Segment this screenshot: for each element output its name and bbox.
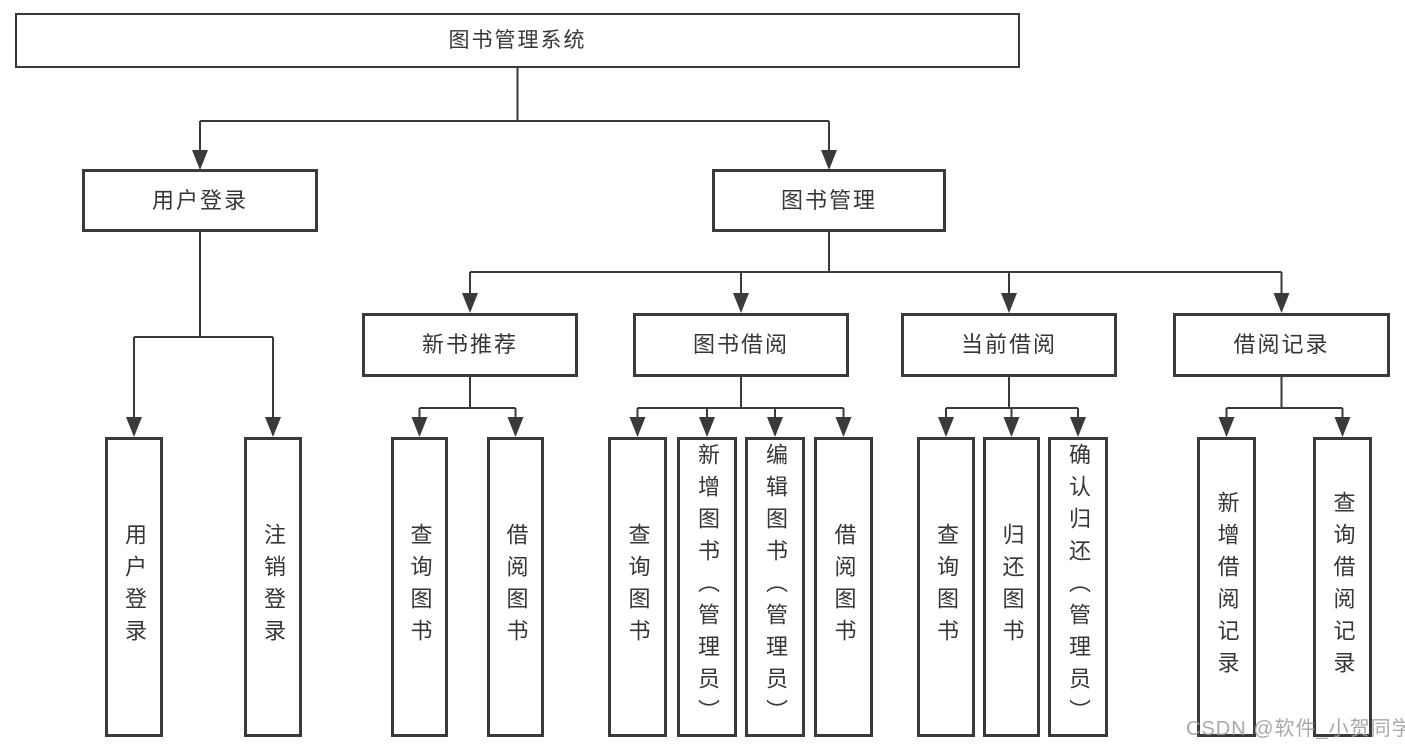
node-label: 新增图书（管理员） bbox=[695, 443, 720, 731]
leaf-logout: 注销登录 bbox=[244, 437, 302, 737]
node-book-borrowing: 图书借阅 bbox=[633, 313, 849, 377]
leaf-return-book: 归还图书 bbox=[983, 437, 1040, 737]
leaf-user-login: 用户登录 bbox=[105, 437, 163, 737]
node-book-management: 图书管理 bbox=[712, 169, 946, 232]
node-library-management-system: 图书管理系统 bbox=[15, 13, 1020, 68]
leaf-confirm-return-admin: 确认归还（管理员） bbox=[1048, 437, 1108, 737]
node-label: 确认归还（管理员） bbox=[1066, 443, 1091, 731]
node-label: 新增借阅记录 bbox=[1214, 491, 1240, 683]
node-label: 查询图书 bbox=[625, 523, 651, 651]
node-label: 当前借阅 bbox=[960, 332, 1057, 357]
leaf-borrow-book: 借阅图书 bbox=[814, 437, 873, 737]
node-label: 新书推荐 bbox=[421, 332, 518, 357]
leaf-add-borrow-record: 新增借阅记录 bbox=[1197, 437, 1256, 737]
node-label: 图书借阅 bbox=[692, 332, 789, 357]
node-label: 图书管理 bbox=[780, 187, 877, 213]
node-current-borrowing: 当前借阅 bbox=[901, 313, 1117, 377]
node-borrowing-records: 借阅记录 bbox=[1173, 313, 1390, 377]
node-label: 借阅图书 bbox=[831, 523, 857, 651]
leaf-borrow-books-recommend: 借阅图书 bbox=[487, 437, 544, 737]
leaf-add-book-admin: 新增图书（管理员） bbox=[677, 437, 737, 737]
node-label: 查询图书 bbox=[407, 523, 433, 651]
node-label: 编辑图书（管理员） bbox=[763, 443, 788, 731]
node-label: 图书管理系统 bbox=[448, 29, 587, 52]
leaf-query-books-current: 查询图书 bbox=[917, 437, 975, 737]
node-label: 借阅图书 bbox=[503, 523, 529, 651]
leaf-query-books-recommend: 查询图书 bbox=[391, 437, 448, 737]
node-label: 用户登录 bbox=[122, 523, 147, 651]
node-label: 注销登录 bbox=[261, 523, 286, 651]
leaf-query-borrow-record: 查询借阅记录 bbox=[1313, 437, 1372, 737]
watermark: CSDN @软件_小贺同学 bbox=[1186, 718, 1405, 740]
node-label: 归还图书 bbox=[999, 523, 1025, 651]
node-label: 借阅记录 bbox=[1233, 332, 1330, 357]
node-label: 用户登录 bbox=[151, 187, 248, 213]
node-user-login: 用户登录 bbox=[82, 169, 318, 232]
node-label: 查询借阅记录 bbox=[1330, 491, 1356, 683]
node-label: 查询图书 bbox=[934, 523, 959, 651]
node-new-book-recommend: 新书推荐 bbox=[362, 313, 578, 377]
leaf-query-books-borrowing: 查询图书 bbox=[608, 437, 667, 737]
leaf-edit-book-admin: 编辑图书（管理员） bbox=[745, 437, 805, 737]
